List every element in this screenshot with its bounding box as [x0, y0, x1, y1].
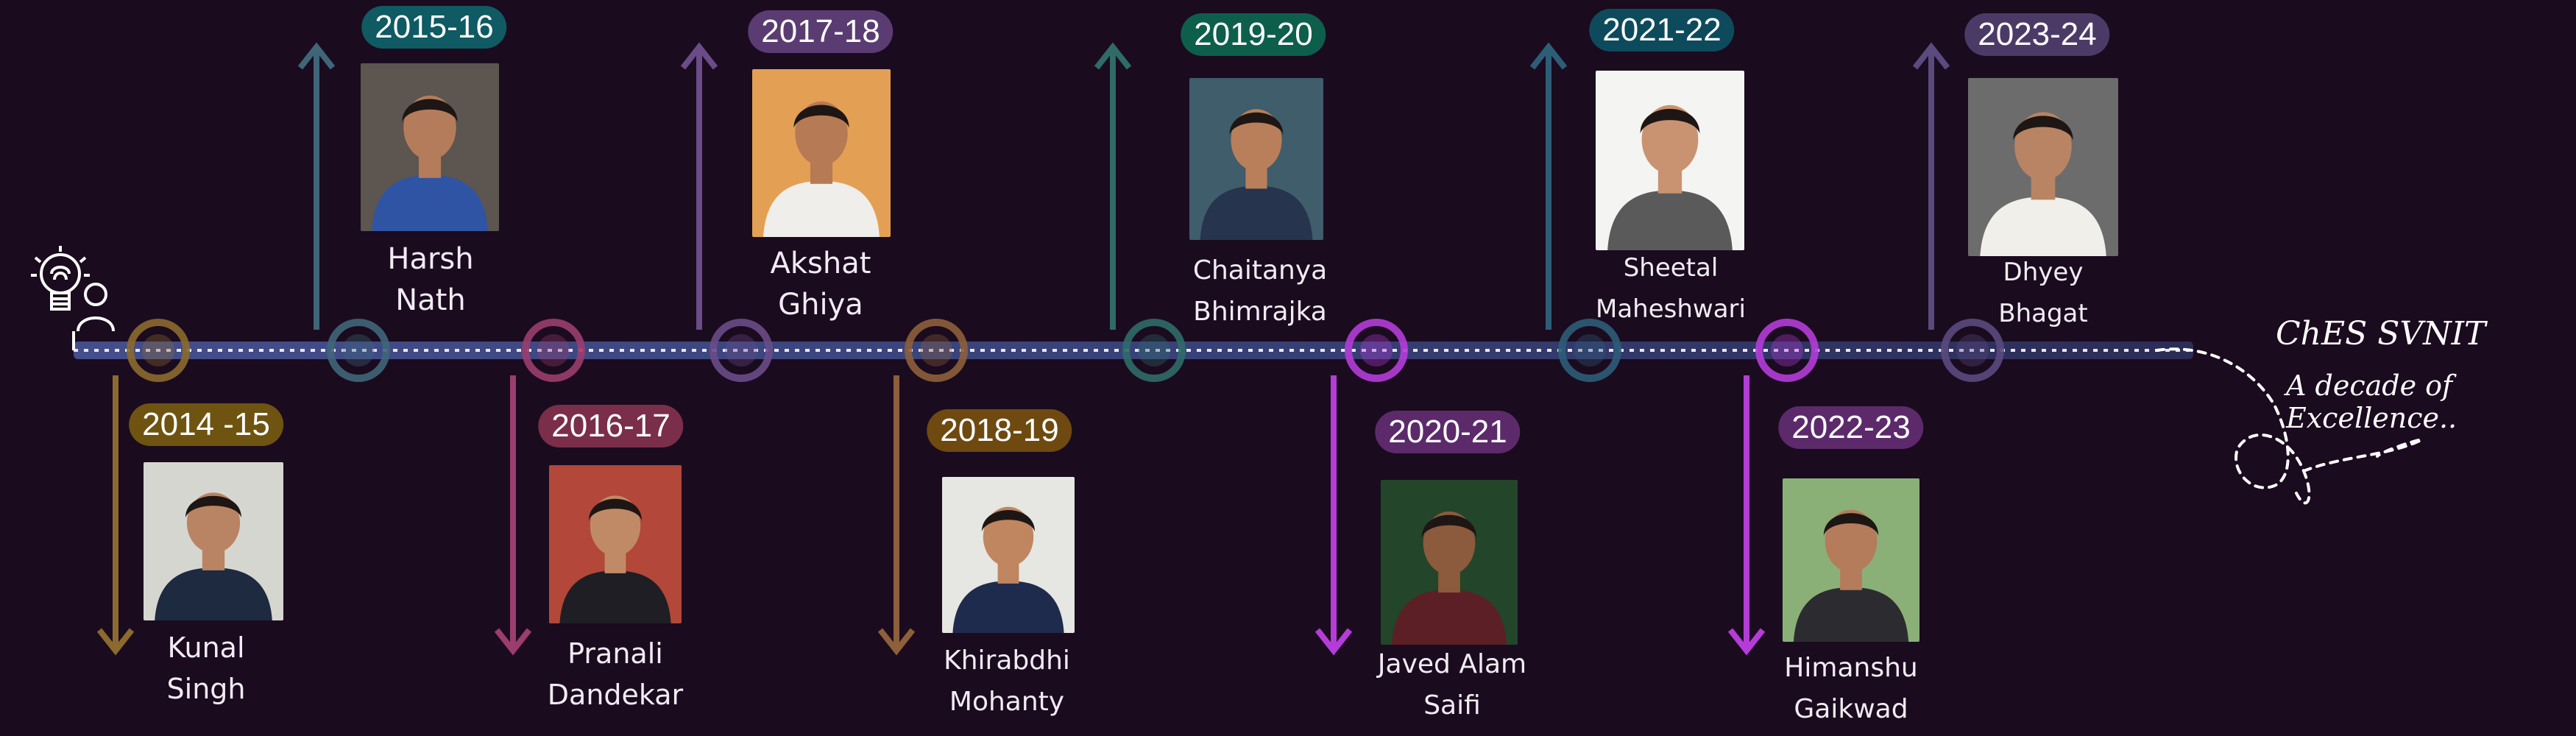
year-badge: 2023-24: [1964, 13, 2110, 56]
person-photo: [144, 462, 283, 620]
person-first-name: Pranali: [567, 637, 663, 670]
year-badge: 2014 -15: [129, 403, 283, 446]
timeline-arrow-up: [297, 42, 336, 330]
timeline-node: [127, 319, 190, 382]
timeline-arrow-up: [680, 42, 718, 330]
person-photo: [1189, 78, 1323, 240]
person-photo: [361, 63, 499, 231]
year-badge: 2022-23: [1778, 406, 1924, 449]
timeline-node: [1941, 319, 2004, 382]
person-photo: [549, 465, 682, 623]
brand-tagline: A decade of Excellence..: [2286, 369, 2458, 434]
person-last-name: Nath: [395, 283, 466, 317]
timeline-node: [1345, 319, 1408, 382]
year-badge: 2017-18: [748, 10, 894, 53]
person-last-name: Bhagat: [1998, 299, 2088, 328]
person-first-name: Chaitanya: [1192, 255, 1328, 286]
person-last-name: Maheshwari: [1596, 294, 1746, 324]
timeline-bar: [74, 342, 2193, 359]
timeline-arrow-down: [1727, 375, 1766, 656]
timeline-arrow-up: [1912, 42, 1950, 330]
person-photo: [1596, 71, 1744, 250]
timeline-arrow-down: [877, 375, 916, 656]
person-last-name: Gaikwad: [1794, 694, 1908, 724]
person-first-name: Dhyey: [2003, 258, 2084, 287]
year-badge: 2016-17: [538, 405, 684, 447]
person-last-name: Mohanty: [949, 687, 1065, 717]
timeline-arrow-down: [96, 375, 135, 656]
person-photo: [942, 477, 1075, 633]
person-photo: [1968, 78, 2118, 256]
person-first-name: Khirabdhi: [944, 645, 1070, 676]
decorative-swirl: [2155, 347, 2424, 505]
person-photo: [1783, 478, 1919, 642]
person-last-name: Dandekar: [547, 679, 684, 711]
person-first-name: Harsh: [387, 242, 474, 276]
year-badge: 2019-20: [1181, 13, 1326, 56]
timeline-node: [1755, 319, 1819, 382]
person-first-name: Kunal: [167, 631, 245, 664]
person-first-name: Javed Alam: [1377, 649, 1527, 679]
timeline-node: [710, 319, 773, 382]
timeline-arrow-down: [494, 375, 532, 656]
timeline-arrow-down: [1314, 375, 1353, 656]
timeline-node: [1558, 319, 1621, 382]
timeline-node: [905, 319, 968, 382]
year-badge: 2021-22: [1589, 9, 1735, 52]
person-last-name: Saifi: [1423, 690, 1481, 721]
year-badge: 2020-21: [1375, 411, 1521, 453]
timeline-node: [522, 319, 585, 382]
year-badge: 2015-16: [361, 6, 507, 49]
timeline-arrow-up: [1094, 42, 1132, 330]
logo-icon: [31, 246, 115, 350]
brand-title: ChES SVNIT: [2276, 315, 2486, 353]
person-photo: [1381, 480, 1518, 645]
person-last-name: Ghiya: [778, 288, 863, 322]
person-last-name: Bhimrajka: [1193, 297, 1327, 327]
person-first-name: Sheetal: [1623, 253, 1719, 283]
person-last-name: Singh: [166, 673, 246, 705]
year-badge: 2018-19: [927, 409, 1072, 452]
timeline-arrow-up: [1529, 42, 1568, 330]
person-first-name: Himanshu: [1784, 653, 1918, 683]
timeline-node: [1122, 319, 1186, 382]
timeline-node: [327, 319, 390, 382]
person-first-name: Akshat: [770, 247, 871, 280]
person-photo: [752, 69, 891, 237]
